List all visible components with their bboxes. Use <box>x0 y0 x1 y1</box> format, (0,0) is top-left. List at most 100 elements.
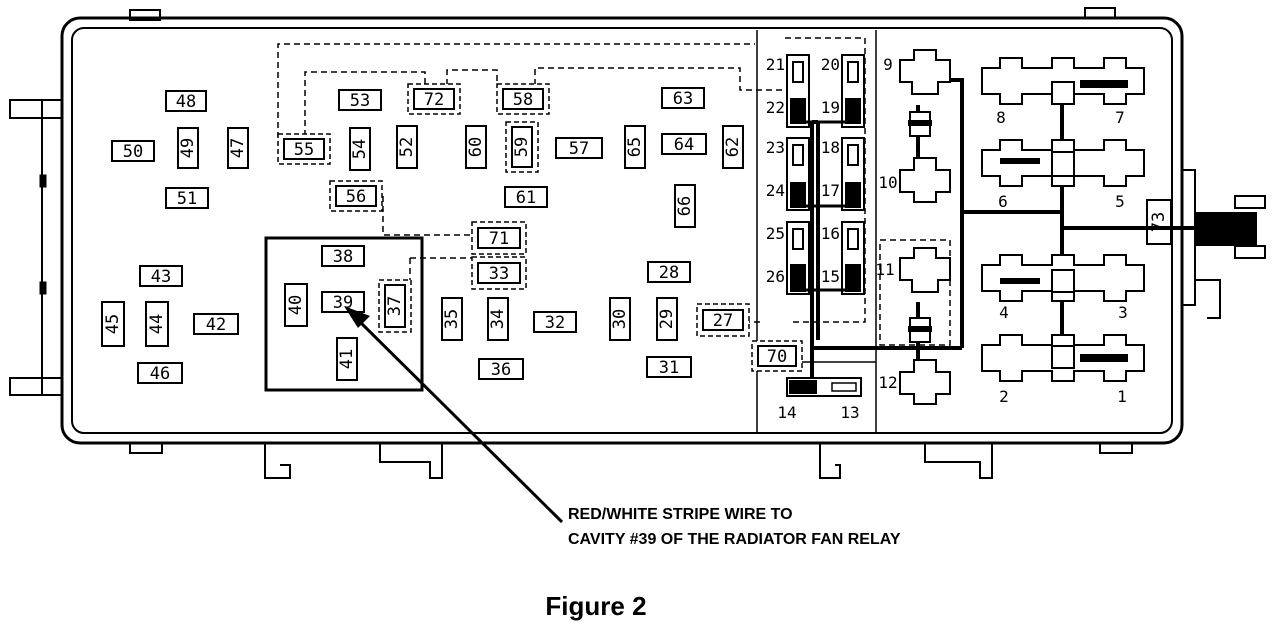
cavity-57-label: 57 <box>569 139 589 159</box>
cavity-38-label: 38 <box>333 247 353 267</box>
cavity-38: 38 <box>321 245 365 267</box>
fuse-26-label: 26 <box>766 267 785 286</box>
cavity-42: 42 <box>193 313 239 335</box>
cavity-66-label: 66 <box>675 196 695 216</box>
relay-number-labels: 9 10 11 12 8 7 6 5 4 3 2 1 <box>875 55 1127 406</box>
cavity-29-label: 29 <box>657 309 677 329</box>
cavity-44-label: 44 <box>147 314 167 334</box>
cavity-32-label: 32 <box>545 313 565 333</box>
relay-4-label: 4 <box>999 303 1009 322</box>
cavity-57: 57 <box>555 137 603 159</box>
fuse-22-label: 22 <box>766 98 785 117</box>
cavity-66: 66 <box>674 184 696 228</box>
fuse-24-label: 24 <box>766 181 785 200</box>
relay-5-label: 5 <box>1115 192 1125 211</box>
cavity-64-label: 64 <box>674 135 694 155</box>
cavity-65-label: 65 <box>625 137 645 157</box>
cavity-34-label: 34 <box>488 309 508 329</box>
relay-contact-bars <box>908 80 1128 362</box>
cavity-56-label: 56 <box>346 187 366 207</box>
cavity-72: 72 <box>407 83 461 115</box>
cavity-30: 30 <box>609 297 631 341</box>
cavity-42-label: 42 <box>206 315 226 335</box>
cavity-35: 35 <box>441 297 463 341</box>
cavity-47: 47 <box>227 127 249 169</box>
fuse-20-label: 20 <box>821 55 840 74</box>
fuse-14-label: 14 <box>777 403 796 422</box>
cavity-59: 59 <box>505 121 539 173</box>
cavity-35-label: 35 <box>442 309 462 329</box>
callout-text-line2: CAVITY #39 OF THE RADIATOR FAN RELAY <box>568 531 901 548</box>
radiator-fan-relay-box <box>264 236 424 392</box>
cavity-62: 62 <box>722 125 744 169</box>
fuse-17-label: 17 <box>821 181 840 200</box>
cavity-70: 70 <box>751 340 803 372</box>
cavity-51-label: 51 <box>177 189 197 209</box>
fuse-13-label: 13 <box>840 403 859 422</box>
cavity-54: 54 <box>349 127 371 171</box>
cavity-47-label: 47 <box>228 138 248 158</box>
fuse-19-label: 19 <box>821 98 840 117</box>
relay-7-label: 7 <box>1115 108 1125 127</box>
cavity-34: 34 <box>487 297 509 341</box>
cavity-boxes: 48 50 49 47 51 53 63 54 52 60 57 65 64 6… <box>101 87 1172 384</box>
relay-9-label: 9 <box>883 55 893 74</box>
figure-caption: Figure 2 <box>545 591 646 621</box>
cavity-51: 51 <box>165 187 209 209</box>
cavity-45: 45 <box>101 301 125 347</box>
cavity-37: 37 <box>378 279 412 333</box>
cavity-43: 43 <box>139 265 183 287</box>
cavity-36-label: 36 <box>491 360 511 380</box>
cavity-48-label: 48 <box>176 92 196 112</box>
cavity-71: 71 <box>471 221 527 255</box>
cavity-36: 36 <box>478 358 524 380</box>
cavity-61: 61 <box>504 186 548 208</box>
cavity-44: 44 <box>145 301 169 347</box>
callout-arrow <box>344 306 564 524</box>
fuse-15-label: 15 <box>821 267 840 286</box>
fuse-number-labels: 21 20 22 19 23 18 24 17 25 16 26 15 14 1… <box>766 55 860 422</box>
cavity-39: 39 <box>321 291 365 313</box>
cavity-63-label: 63 <box>673 89 693 109</box>
cavity-28-label: 28 <box>659 263 679 283</box>
cavity-41-label: 41 <box>337 349 357 369</box>
cavity-40: 40 <box>284 283 308 327</box>
cavity-33-label: 33 <box>489 264 509 284</box>
cavity-49-label: 49 <box>178 138 198 158</box>
relay-10-label: 10 <box>878 173 897 192</box>
relay-6-label: 6 <box>998 192 1008 211</box>
dashed-cavity-boxes: 72 58 55 59 56 71 33 37 27 70 <box>277 83 803 372</box>
cavity-29: 29 <box>656 297 678 341</box>
cavity-40-label: 40 <box>286 295 306 315</box>
relay-1-label: 1 <box>1117 387 1127 406</box>
cavity-62-label: 62 <box>723 137 743 157</box>
callout-text-line1: RED/WHITE STRIPE WIRE TO <box>568 506 793 523</box>
cavity-37-label: 37 <box>385 296 405 316</box>
cavity-59-label: 59 <box>512 137 532 157</box>
cavity-49: 49 <box>177 127 199 169</box>
cavity-54-label: 54 <box>350 139 370 159</box>
cavity-41: 41 <box>336 337 358 381</box>
fuse-21-label: 21 <box>766 55 785 74</box>
cavity-53: 53 <box>338 89 382 111</box>
fuse-18-label: 18 <box>821 138 840 157</box>
maxi-fuse-block: 21 20 22 19 23 18 24 17 25 16 26 15 14 1… <box>766 54 865 422</box>
relay-sockets <box>899 49 1145 405</box>
fuse-16-label: 16 <box>821 224 840 243</box>
cavity-33: 33 <box>471 256 527 290</box>
relay-2-label: 2 <box>999 387 1009 406</box>
cavity-28: 28 <box>647 261 691 283</box>
fuse-box-housing <box>9 7 1266 479</box>
cavity-56: 56 <box>329 180 383 212</box>
cavity-52: 52 <box>396 125 418 169</box>
cavity-27: 27 <box>696 303 750 337</box>
cavity-61-label: 61 <box>516 188 536 208</box>
relay-3-label: 3 <box>1118 303 1128 322</box>
fuse-25-label: 25 <box>766 224 785 243</box>
relay-11-label: 11 <box>875 260 894 279</box>
cavity-72-label: 72 <box>424 90 444 110</box>
cavity-70-label: 70 <box>767 347 787 367</box>
cavity-31: 31 <box>646 356 692 378</box>
cavity-60-label: 60 <box>466 137 486 157</box>
